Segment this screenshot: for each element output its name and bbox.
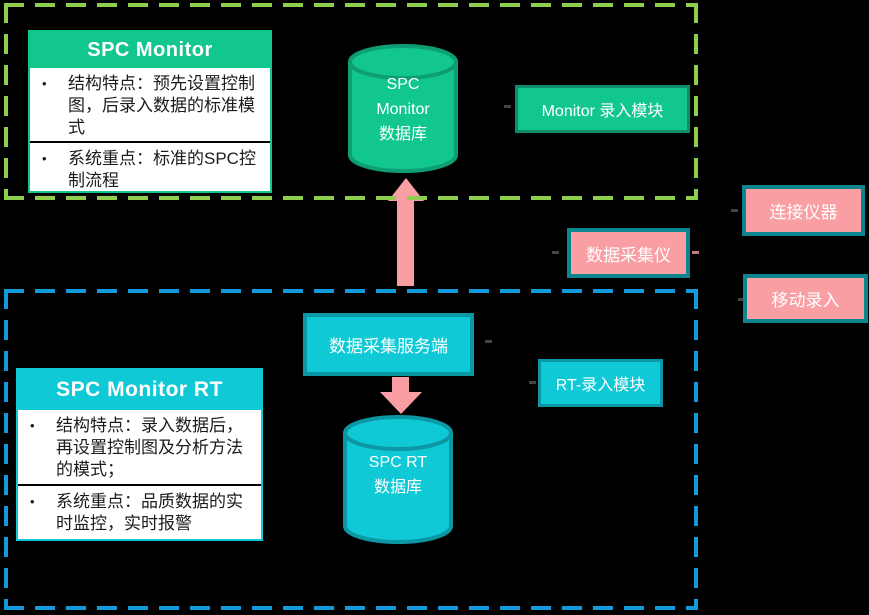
box-label: RT-录入模块 — [555, 377, 646, 394]
up-arrow — [388, 178, 424, 286]
box-label: 连接仪器 — [769, 203, 838, 222]
box-label: 数据采集服务端 — [329, 337, 448, 356]
bullet-text: 系统重点：标准的SPC控制流程 — [68, 149, 256, 190]
down-arrow — [380, 377, 422, 414]
spc-monitor-rt-panel: SPC Monitor RT • 结构特点：录入数据后，再设置控制图及分析方法的… — [16, 368, 263, 541]
db-label-line: 数据库 — [378, 126, 427, 143]
box-label: Monitor 录入模块 — [541, 103, 664, 120]
bullet-text: 结构特点：预先设置控制图，后录入数据的标准模式 — [68, 74, 255, 137]
spc-monitor-panel: SPC Monitor • 结构特点：预先设置控制图，后录入数据的标准模式 • … — [28, 30, 272, 193]
frame-edge — [4, 289, 8, 610]
spc-rt-database-cylinder — [343, 415, 453, 544]
bullet-dot: • — [42, 151, 47, 166]
spc-monitor-bullet-2: • 系统重点：标准的SPC控制流程 — [30, 141, 270, 191]
frame-edge — [4, 289, 698, 293]
data-collector-box: 数据采集仪 — [567, 228, 690, 278]
spc-rt-bullet-1: • 结构特点：录入数据后，再设置控制图及分析方法的模式； — [18, 410, 261, 484]
connector-stub — [552, 251, 559, 254]
mobile-entry-box: 移动录入 — [743, 274, 868, 323]
box-label: 数据采集仪 — [586, 245, 671, 265]
connector-stub — [485, 340, 492, 343]
panel-title-text: SPC Monitor — [87, 38, 213, 61]
frame-edge — [694, 289, 698, 610]
data-collection-server-box: 数据采集服务端 — [303, 313, 474, 376]
connector-stub — [731, 209, 738, 212]
spc-monitor-database-label: SPC Monitor 数据库 — [344, 72, 462, 147]
frame-edge — [4, 606, 698, 610]
bullet-dot: • — [30, 494, 35, 509]
bullet-text: 系统重点：品质数据的实时监控，实时报警 — [56, 492, 243, 533]
spc-monitor-database-cylinder — [348, 44, 458, 173]
frame-edge — [694, 3, 698, 200]
bullet-text: 结构特点：录入数据后，再设置控制图及分析方法的模式； — [56, 416, 243, 479]
connector-stub — [529, 381, 536, 384]
spc-monitor-panel-title: SPC Monitor — [30, 32, 270, 68]
frame-edge — [4, 3, 8, 200]
rt-entry-module-box: RT-录入模块 — [538, 359, 663, 407]
connect-instrument-box: 连接仪器 — [742, 185, 865, 236]
spc-rt-bullet-2: • 系统重点：品质数据的实时监控，实时报警 — [18, 484, 261, 539]
frame-edge — [4, 196, 698, 200]
bullet-dot: • — [42, 76, 47, 91]
connector-stub — [738, 298, 745, 301]
frame-edge — [4, 3, 698, 7]
db-label-line: Monitor — [376, 101, 430, 118]
db-label-line: SPC — [386, 76, 420, 93]
connector-stub — [692, 251, 699, 254]
db-label-line: 数据库 — [373, 479, 422, 496]
spc-monitor-rt-panel-title: SPC Monitor RT — [18, 370, 261, 410]
connector-stub — [504, 105, 511, 108]
bullet-dot: • — [30, 418, 35, 433]
spc-rt-database-label: SPC RT 数据库 — [339, 450, 457, 500]
box-label: 移动录入 — [771, 291, 840, 310]
monitor-entry-module-box: Monitor 录入模块 — [515, 85, 690, 133]
spc-monitor-bullet-1: • 结构特点：预先设置控制图，后录入数据的标准模式 — [30, 68, 270, 141]
db-label-line: SPC RT — [368, 454, 428, 471]
panel-title-text: SPC Monitor RT — [56, 378, 223, 401]
